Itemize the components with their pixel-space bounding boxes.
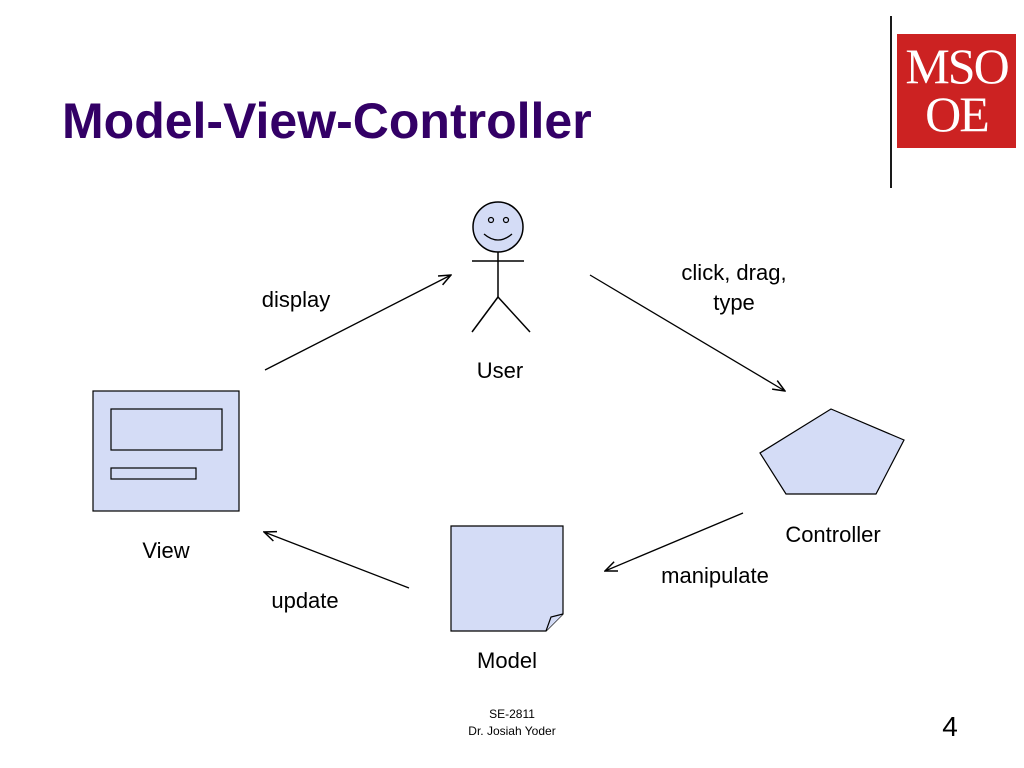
user-smile [483, 233, 513, 241]
logo-text-top: MSO [905, 38, 1009, 94]
view-text-bar [110, 467, 197, 480]
manipulate-edge-label: manipulate [661, 563, 769, 588]
click-drag-type-edge-label: click, drag, type [654, 258, 814, 318]
model-label: Model [477, 648, 537, 673]
model-document-icon [450, 525, 564, 632]
slide-title: Model-View-Controller [62, 93, 592, 149]
type-label-line: type [713, 290, 755, 315]
user-left-eye [487, 216, 495, 224]
view-window-icon [92, 390, 240, 512]
model-page [450, 525, 564, 632]
click-drag-label-line: click, drag, [681, 260, 787, 285]
user-stick-figure-icon [471, 201, 531, 333]
update-edge-label: update [271, 588, 339, 613]
course-code: SE-2811 [489, 707, 535, 721]
view-frame [92, 390, 240, 512]
user-right-eye [502, 216, 510, 224]
slide-footer: SE-2811 Dr. Josiah Yoder [412, 706, 612, 740]
user-right-leg [497, 296, 531, 333]
user-head [472, 201, 524, 253]
page-number: 4 [942, 711, 958, 742]
user-left-leg [471, 296, 499, 333]
logo-text-bottom: OE [925, 86, 990, 142]
author-name: Dr. Josiah Yoder [468, 724, 556, 738]
view-label: View [142, 538, 190, 563]
view-content-box [110, 408, 223, 451]
display-edge-label: display [261, 287, 331, 312]
logo-divider [890, 16, 892, 188]
model-page-fold [545, 613, 564, 632]
update-arrow [264, 532, 410, 589]
manipulate-arrow [605, 512, 744, 571]
click-drag-type-arrow [589, 274, 785, 391]
msoe-logo: MSO OE [897, 34, 1016, 148]
controller-pentagon-icon [759, 408, 905, 495]
controller-label: Controller [785, 522, 881, 547]
display-arrow [264, 275, 451, 371]
user-label: User [476, 358, 524, 383]
